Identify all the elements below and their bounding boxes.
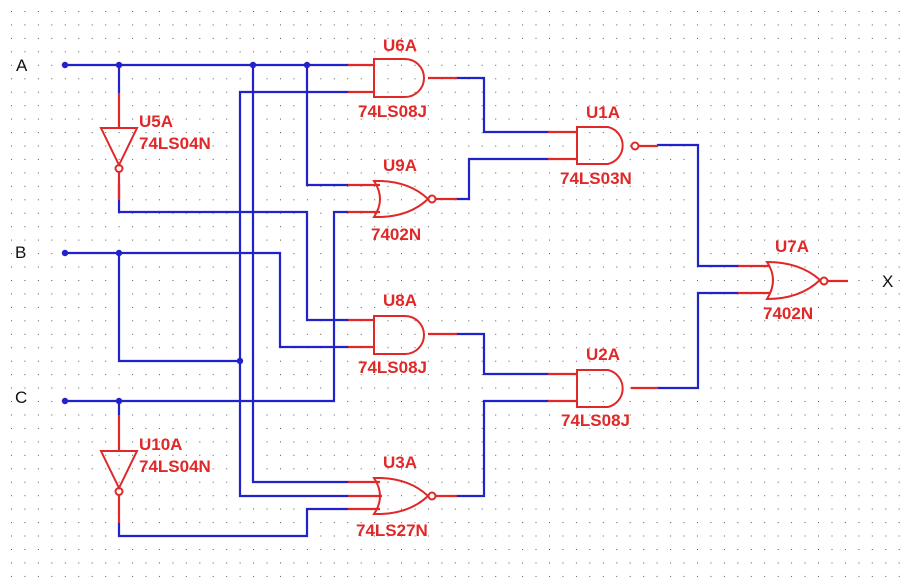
nand-gate-u1a[interactable]: U1A 74LS03N — [548, 103, 658, 188]
inverter-u5a[interactable]: U5A 74LS04N — [99, 93, 211, 200]
wire-u9a-u1a[interactable] — [455, 157, 550, 201]
ref-u3a: U3A — [383, 453, 417, 472]
part-u7a: 7402N — [763, 304, 813, 323]
junctions — [61, 61, 311, 405]
junction — [236, 357, 244, 365]
wire-nota-to-u8a[interactable] — [117, 183, 350, 322]
wire-b-main[interactable] — [63, 251, 350, 349]
wire-u3a-u2a[interactable] — [455, 399, 550, 498]
ref-u9a: U9A — [383, 156, 417, 175]
part-u9a: 7402N — [371, 225, 421, 244]
terminal-b[interactable] — [61, 249, 69, 257]
output-label-x: X — [882, 272, 893, 291]
part-u10a: 74LS04N — [139, 457, 211, 476]
part-u8a: 74LS08J — [358, 358, 427, 377]
nor3-gate-u3a[interactable]: U3A 74LS27N — [348, 453, 457, 540]
part-u1a: 74LS03N — [560, 169, 632, 188]
junction — [115, 397, 123, 405]
junction — [249, 61, 257, 69]
junction — [303, 61, 311, 69]
ref-u5a: U5A — [139, 112, 173, 131]
nor-gate-u9a[interactable]: U9A 7402N — [348, 156, 457, 244]
wire-b-branch[interactable] — [117, 251, 242, 363]
input-label-a: A — [16, 56, 28, 75]
part-u5a: 74LS04N — [139, 134, 211, 153]
wire-c-main[interactable] — [63, 210, 350, 403]
junction — [115, 249, 123, 257]
wire-u2a-u7a[interactable] — [656, 291, 740, 390]
wire-u8a-u2a[interactable] — [455, 332, 550, 376]
wire-a-to-u9a[interactable] — [305, 63, 350, 187]
ref-u10a: U10A — [139, 435, 182, 454]
ref-u1a: U1A — [586, 103, 620, 122]
and-gate-u6a[interactable]: U6A 74LS08J — [348, 36, 457, 121]
input-label-c: C — [15, 388, 27, 407]
nor-gate-u7a[interactable]: U7A 7402N — [738, 237, 848, 323]
and-gate-u8a[interactable]: U8A 74LS08J — [348, 291, 457, 377]
ref-u8a: U8A — [383, 291, 417, 310]
ref-u7a: U7A — [775, 237, 809, 256]
ref-u6a: U6A — [383, 36, 417, 55]
input-label-b: B — [15, 243, 26, 262]
wires — [63, 63, 740, 538]
wire-a-down-to-u3a[interactable] — [251, 63, 350, 484]
ref-u2a: U2A — [586, 345, 620, 364]
part-u2a: 74LS08J — [561, 411, 630, 430]
terminal-a[interactable] — [61, 61, 69, 69]
wire-notc-to-u3a[interactable] — [117, 507, 350, 538]
part-u6a: 74LS08J — [358, 102, 427, 121]
wire-b-to-u6a[interactable] — [238, 90, 350, 498]
wire-u6a-u1a[interactable] — [455, 76, 550, 134]
and-gate-u2a[interactable]: U2A 74LS08J — [548, 345, 658, 430]
part-u3a: 74LS27N — [356, 521, 428, 540]
terminal-c[interactable] — [61, 397, 69, 405]
wire-u1a-u7a[interactable] — [656, 143, 740, 268]
inverter-u10a[interactable]: U10A 74LS04N — [99, 415, 211, 523]
junction — [115, 61, 123, 69]
